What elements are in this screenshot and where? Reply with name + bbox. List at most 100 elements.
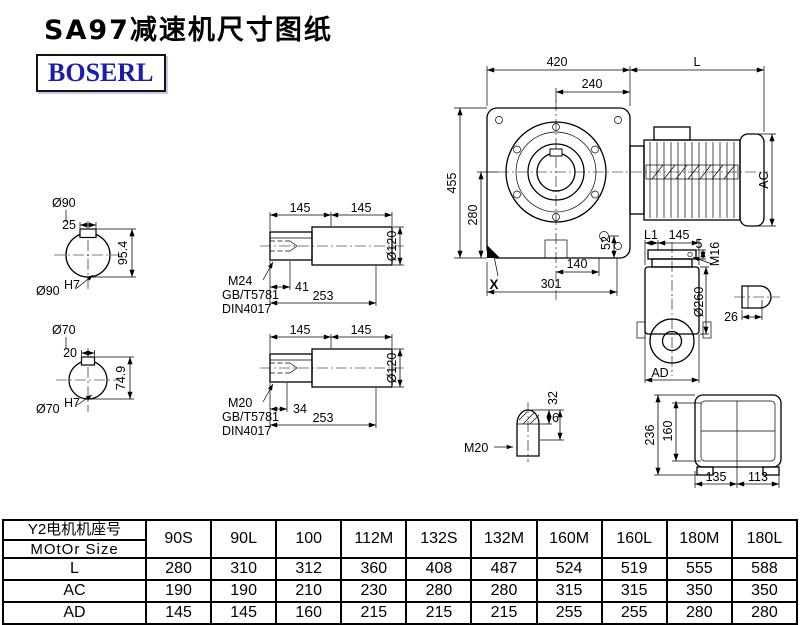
row-label-AD: AD [2,601,147,625]
tolerance-superscript: H7 [64,278,80,292]
corner-bolt-hole [614,116,622,124]
total-length-dim: 253 [313,289,334,303]
reducer-front-view: 420 L 240 455 280 AC 52 140 301 X [445,55,776,300]
technical-drawing: 25 95.4 Ø90 Ø90 H7 20 74.9 Ø70 Ø70 H7 [36,55,782,488]
page-title: SA97减速机尺寸图纸 [44,15,333,46]
motor-fins [649,142,735,218]
standard-label: GB/T5781 [222,288,279,302]
bore-circle [527,143,585,201]
standard-label: GB/T5781 [222,410,279,424]
row-label-AC: AC [2,579,147,603]
side-lug [636,321,646,339]
motor-size-table: Y2电机机座号 MOtOr Size 90S 90L 100 112M 132S… [2,519,799,625]
table-row-L: L 280 310 312 360 408 487 524 519 555 58… [2,557,799,581]
key-section-right: 26 [724,285,780,324]
motor-core [645,164,739,180]
dim-value-cell: 230 [340,579,408,603]
dim-value-cell: 350 [665,579,733,603]
brand-logo: BOSERL [36,54,166,92]
motor-size-cell: 132M [470,519,538,559]
plug-offset-dim: 52 [599,236,613,250]
motor-size-cell: 160L [600,519,668,559]
thread-label: M24 [228,274,252,288]
corner-bolt-hole [495,116,503,124]
reducer-side-view: L1 145 5 M16 Ø260 AD [636,228,722,383]
dim-value-cell: 190 [210,579,278,603]
standard-label: DIN4017 [222,302,271,316]
hatch-lines [651,164,736,180]
key-width-dim: 20 [63,346,77,360]
key-height-dim: 6 [552,411,559,425]
dia-dim: Ø120 [385,353,399,384]
leader-line [76,394,93,406]
corner-bolt-hole [614,242,622,250]
len1-dim: 145 [290,201,311,215]
drill-cone [289,240,298,252]
motor-size-cell: 90L [210,519,278,559]
tolerance-superscript: H7 [64,396,80,410]
mount-foot [696,466,714,476]
dim-value-cell: 215 [340,601,408,625]
m16-hole [687,251,693,258]
hub-segment [311,348,393,388]
motor-length-dim: L [694,55,701,69]
leader-line [493,255,499,277]
dim-value-cell: 312 [275,557,343,581]
base-length-dim: 301 [541,277,562,291]
thread-label: M16 [708,242,722,266]
output-bore [661,330,683,352]
oil-gauge [544,239,568,259]
extension-lines [654,394,780,488]
dim-value-cell: 280 [405,579,473,603]
side-body [644,266,700,335]
leader-line [76,274,94,289]
key-profile [741,285,772,309]
dim-value-cell: 145 [210,601,278,625]
flange-offset-dim: 240 [582,77,603,91]
centerline [498,100,768,300]
dim-value-cell: 255 [600,601,668,625]
len2-dim: 145 [351,201,372,215]
height-dim: 455 [445,173,459,194]
l1-dim: L1 [644,228,658,242]
leader-line [262,383,274,403]
hatch-lines [518,411,540,425]
terminal-box [653,126,691,141]
total-length-dim: 253 [313,411,334,425]
output-flange-circle [649,318,695,364]
motor-size-cell: 112M [340,519,408,559]
mount-outline [694,394,782,468]
height-dim: 74.9 [114,366,128,390]
table-row-AD: AD 145 145 160 215 215 215 255 255 280 2… [2,601,799,625]
motor-size-header-cell: Y2电机机座号 MOtOr Size [2,519,147,559]
keyway-notch [549,148,563,157]
keyway-notch [80,356,96,366]
len2-dim: 145 [351,323,372,337]
dim-value-cell: 524 [535,557,603,581]
dim-value-cell: 315 [600,579,668,603]
tolerance-label: Ø90 [36,284,60,298]
extension-lines [269,334,404,428]
tolerance-label: Ø70 [36,402,60,416]
motor-size-cell: 180L [730,519,799,559]
row-label-L: L [2,557,147,581]
dim-value-cell: 555 [665,557,733,581]
mount-details [701,401,775,461]
centerline [54,221,122,289]
motor-size-cell: 90S [144,519,213,559]
dim-value-cell: 408 [405,557,473,581]
flange-circle [505,121,607,223]
motor-size-cell: 100 [275,519,343,559]
dim-value-cell: 588 [730,557,799,581]
header-label-cn: Y2电机机座号 [4,521,145,541]
key-profile [516,409,540,457]
dim-value-cell: 310 [210,557,278,581]
width-dim: 420 [547,55,568,69]
motor-size-cell: 132S [405,519,473,559]
foot2-dim: 113 [748,470,768,484]
height-dim: 236 [643,425,657,446]
thread-depth-dim: 34 [293,402,307,416]
extension-lines [454,66,776,296]
shaft-end-small-view: 20 74.9 Ø70 Ø70 H7 [36,323,134,416]
